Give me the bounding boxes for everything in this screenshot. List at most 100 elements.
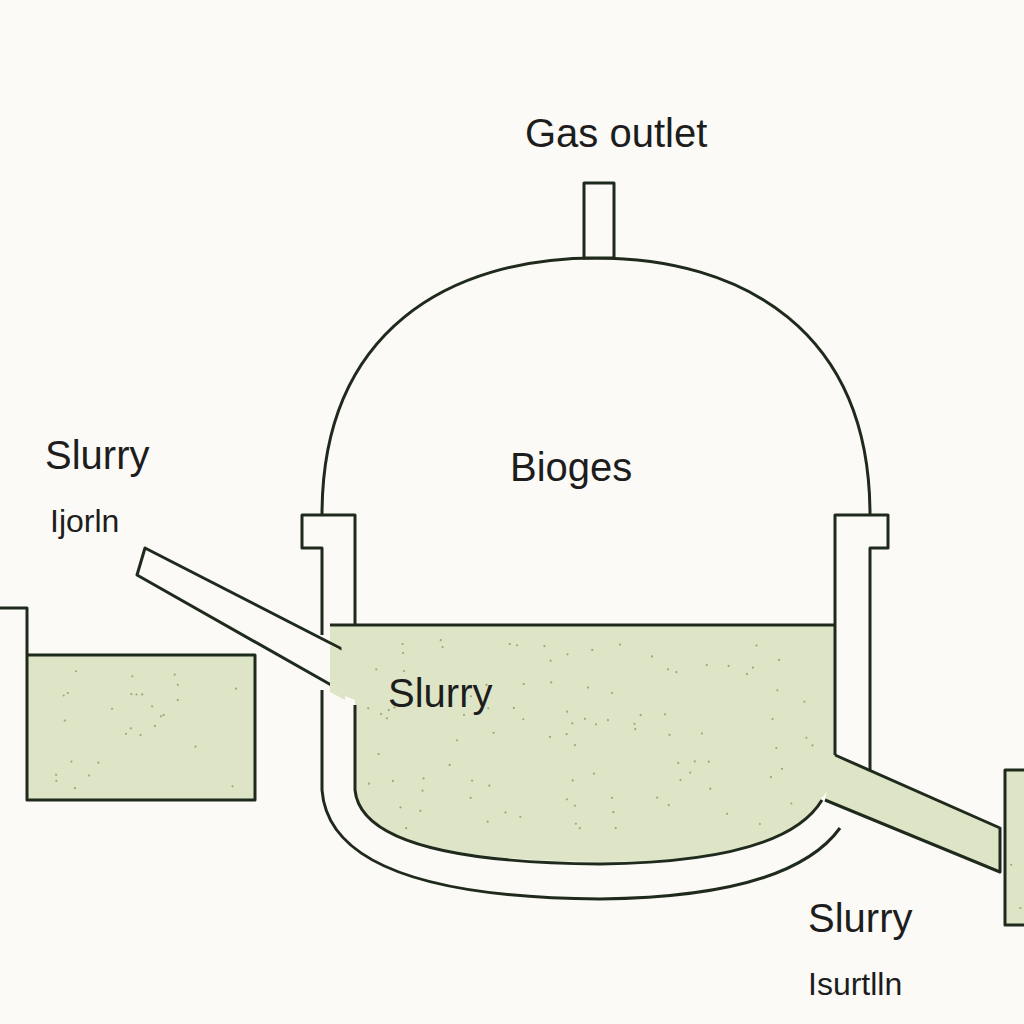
speck [151, 705, 153, 707]
speck [55, 780, 57, 782]
speck [677, 762, 679, 764]
speck [790, 802, 792, 804]
speck [770, 776, 772, 778]
speck [667, 668, 669, 670]
speck [88, 774, 90, 776]
speck [235, 688, 237, 690]
gas-dome [322, 258, 870, 515]
inlet-tank-fill [27, 655, 255, 800]
speck [728, 665, 730, 667]
inlet-pipe [137, 548, 340, 690]
speck [689, 771, 691, 773]
speck [708, 761, 710, 763]
speck [566, 711, 568, 713]
speck [154, 725, 156, 727]
speck [781, 768, 783, 770]
speck [595, 723, 597, 725]
speck [130, 693, 132, 695]
speck [1010, 864, 1012, 866]
speck [587, 687, 589, 689]
speck [111, 708, 113, 710]
speck [571, 722, 573, 724]
speck [97, 762, 99, 764]
speck [456, 739, 458, 741]
speck [419, 810, 421, 812]
speck [504, 811, 506, 813]
speck [135, 693, 137, 695]
digester-outer-wall [322, 690, 840, 899]
speck [519, 816, 521, 818]
speck [566, 798, 568, 800]
speck [574, 744, 576, 746]
speck [803, 701, 805, 703]
speck [668, 804, 670, 806]
speck [566, 653, 568, 655]
speck [141, 693, 143, 695]
speck [706, 664, 708, 666]
speck [619, 643, 621, 645]
slurry-fill [330, 625, 845, 862]
speck [611, 692, 613, 694]
speck [386, 717, 388, 719]
speck [55, 774, 57, 776]
speck [611, 797, 613, 799]
speck [811, 744, 813, 746]
speck [177, 699, 179, 701]
speck [543, 645, 545, 647]
speck [615, 827, 617, 829]
speck [402, 643, 404, 645]
speck [402, 652, 404, 654]
part-label: Ijorln [50, 504, 119, 539]
gas-outlet-pipe [584, 183, 614, 258]
speck [177, 684, 179, 686]
speck [640, 714, 642, 716]
speck [679, 779, 681, 781]
speck [572, 779, 574, 781]
speck [1019, 907, 1021, 909]
speck [139, 734, 141, 736]
speck [163, 714, 165, 716]
speck [593, 772, 595, 774]
slurry-surface [330, 624, 835, 627]
speck [778, 659, 780, 661]
speck [574, 805, 576, 807]
speck [776, 689, 778, 691]
speck [759, 823, 761, 825]
speck [63, 694, 65, 696]
speck [591, 649, 593, 651]
speck [441, 646, 443, 648]
speck [448, 764, 450, 766]
speck [651, 655, 653, 657]
speck [607, 719, 609, 721]
speck [726, 813, 728, 815]
speck [522, 718, 524, 720]
speck [70, 761, 72, 763]
speck [566, 733, 568, 735]
speck [668, 734, 670, 736]
speck [399, 806, 401, 808]
speck [771, 718, 773, 720]
speck [709, 788, 711, 790]
speck [775, 747, 777, 749]
speck [656, 797, 658, 799]
speck [405, 827, 407, 829]
speck [368, 783, 370, 785]
speck [513, 707, 515, 709]
outlet-pipe [825, 755, 1000, 872]
speck [746, 673, 748, 675]
speck [67, 692, 69, 694]
speck [516, 644, 518, 646]
speck [664, 713, 666, 715]
speck [755, 644, 757, 646]
speck [160, 715, 162, 717]
speck [421, 790, 423, 792]
speck [130, 727, 132, 729]
part-label: Bioges [510, 445, 632, 489]
speck [675, 671, 677, 673]
inlet-pipe-slurry [330, 645, 345, 700]
speck [392, 780, 394, 782]
right-flange [835, 515, 888, 770]
speck [694, 760, 696, 762]
speck [752, 667, 754, 669]
